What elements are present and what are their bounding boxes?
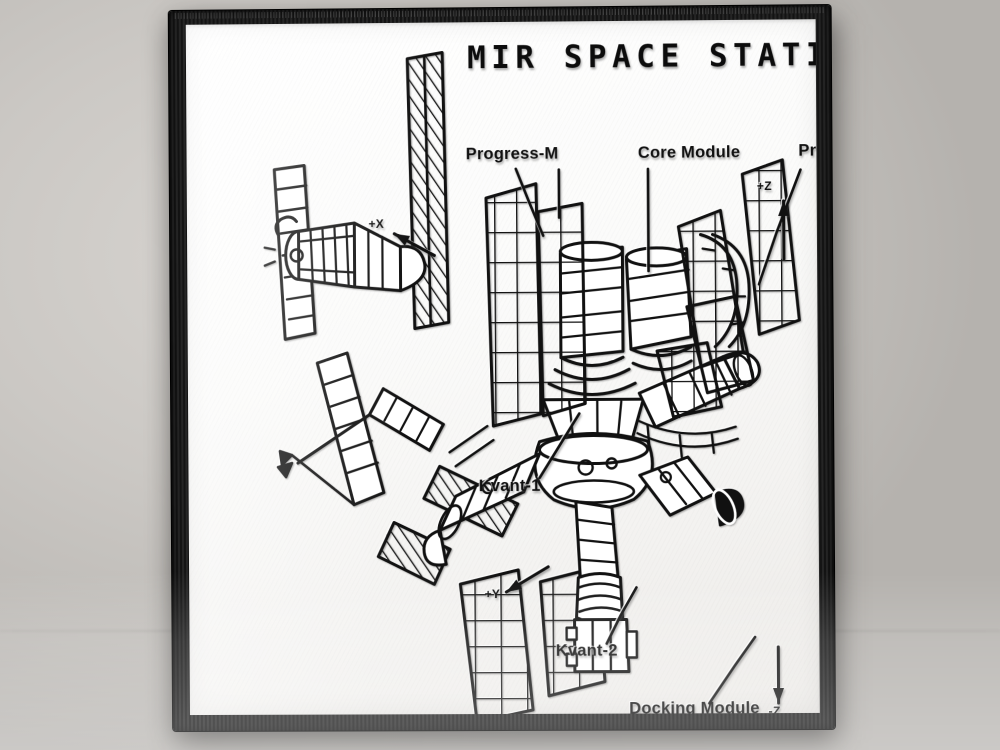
- axis-label-plus-x: +X: [368, 217, 384, 231]
- plaque-title: MIR SPACE STATION: [467, 37, 820, 77]
- label-kvant-1: Kvant-1: [479, 477, 541, 495]
- priroda-module: [626, 248, 691, 370]
- axis-minus-z: -Z: [769, 647, 785, 715]
- axis-plus-y: +Y: [485, 565, 550, 601]
- axis-label-plus-z: +Z: [757, 179, 772, 193]
- leader-kvant-2: [604, 585, 638, 645]
- truss-details: [637, 421, 737, 458]
- axis-label-minus-z: -Z: [769, 704, 781, 715]
- axis-arrowhead-plus-x: [394, 233, 411, 246]
- callout-layer: MIR SPACE STATION Progress-M Core Module P…: [368, 37, 820, 715]
- soyuz-tm-module: [640, 457, 743, 528]
- spektr-array-d: [657, 343, 722, 417]
- axis-plus-x: +X: [368, 217, 437, 258]
- label-priroda: Priroda: [798, 141, 820, 160]
- leader-core-module: [645, 167, 650, 272]
- plaque-panel: MIR SPACE STATION Progress-M Core Module P…: [185, 19, 820, 716]
- leader-lines: [514, 167, 820, 704]
- framed-plaque: MIR SPACE STATION Progress-M Core Module P…: [168, 5, 836, 732]
- axis-arrowhead-plus-y: [506, 579, 522, 592]
- label-docking-module: Docking Module: [629, 699, 760, 715]
- label-kvant-2: Kvant-2: [556, 642, 618, 660]
- leader-progress-m: [514, 167, 545, 237]
- axis-arrowhead-minus-z: [772, 688, 785, 704]
- frame-top-highlight: [174, 7, 825, 19]
- label-core-module: Core Module: [638, 143, 740, 162]
- axis-indicators: +X+Z-Y-X+Y-Z: [368, 179, 820, 715]
- leader-docking-module: [709, 637, 756, 703]
- axis-plus-z: +Z: [757, 179, 790, 259]
- axis-label-plus-y: +Y: [485, 587, 501, 601]
- leader-kvant-1: [538, 411, 581, 479]
- label-progress-m: Progress-M: [466, 145, 559, 164]
- spektr-array-b: [742, 160, 799, 335]
